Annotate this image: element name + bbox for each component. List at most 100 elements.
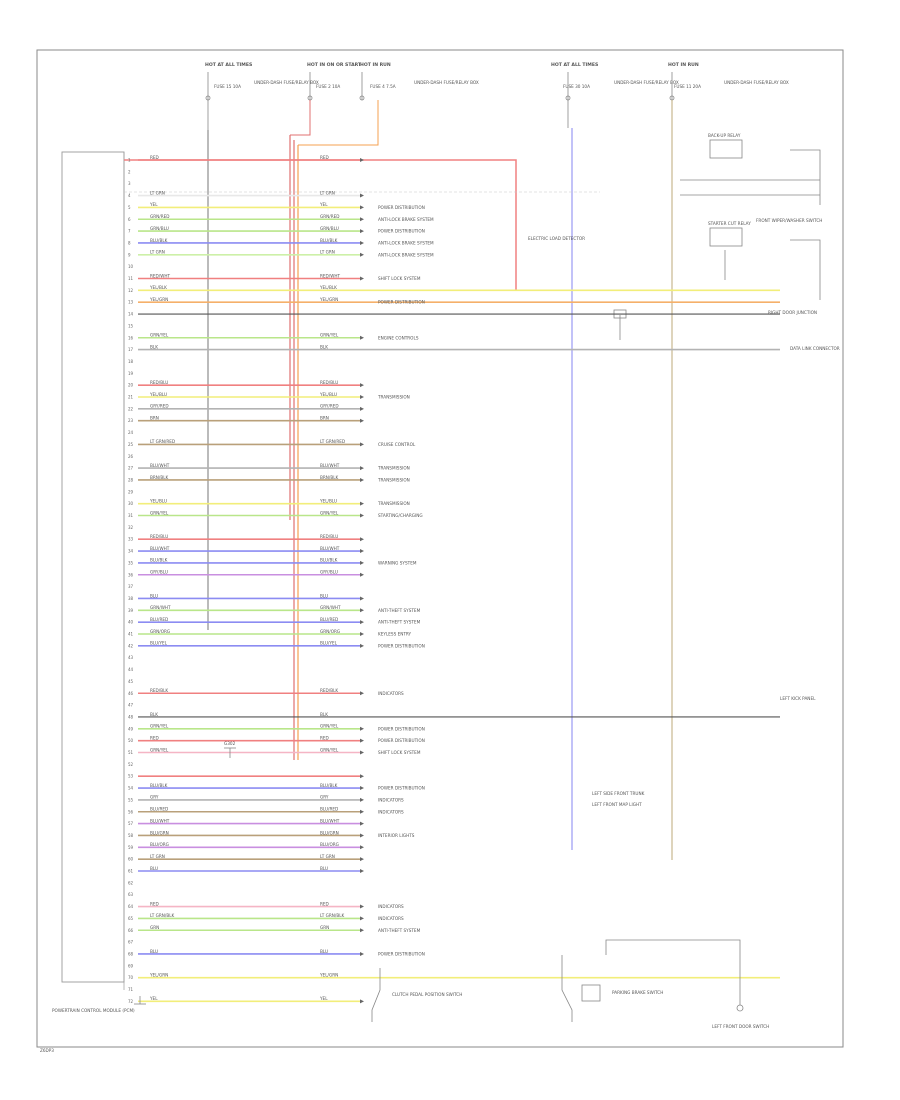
wire-color-label: BLK	[150, 712, 158, 717]
connector-arrow	[360, 620, 364, 625]
wire-color-label-right: LT GRN/BLK	[320, 913, 345, 918]
pin-number: 27	[128, 466, 134, 471]
pin-number: 16	[128, 335, 134, 340]
wire-color-label: BRN/BLK	[150, 475, 169, 480]
pin-number: 39	[128, 608, 134, 613]
pin-number: 47	[128, 703, 134, 708]
system-label: TRANSMISSION	[377, 395, 410, 400]
connector-arrow	[360, 797, 364, 802]
connector-arrow	[360, 821, 364, 826]
pin-number: 69	[128, 963, 134, 968]
pin-number: 35	[128, 560, 134, 565]
wire-color-label-right: GRN/YEL	[320, 724, 339, 729]
pin-number: 41	[128, 632, 134, 637]
wire-color-label: BLU/RED	[150, 617, 168, 622]
connector-arrow	[360, 418, 364, 423]
side-label-backup: BACK-UP RELAY	[708, 133, 741, 138]
wire-color-label: RED	[150, 155, 159, 160]
wire-color-label: BLU/WHT	[150, 818, 170, 823]
pin-number: 22	[128, 406, 134, 411]
wire-color-label: GRN/YEL	[150, 724, 169, 729]
pin-number: 30	[128, 501, 134, 506]
system-label: POWER DISTRIBUTION	[378, 726, 425, 731]
pin-number: 18	[128, 359, 134, 364]
feed-yel	[298, 100, 379, 146]
wire-color-label-right: GRN/ORG	[320, 629, 340, 634]
wire-color-label-right: BLK	[320, 712, 328, 717]
connector-arrow	[360, 383, 364, 388]
wire-color-label-right: GRY/BLU	[320, 570, 338, 575]
wire-color-label: GRN/WHT	[150, 605, 171, 610]
fuse-box-label-3: UNDER-DASH FUSE/RELAY BOX	[614, 80, 679, 85]
ground-symbol	[134, 747, 236, 1005]
pin-number: 12	[128, 288, 134, 293]
wire-color-label-right: GRY	[320, 795, 329, 800]
connector-arrow	[360, 442, 364, 447]
bottom-label-door-switch: LEFT FRONT DOOR SWITCH	[712, 1024, 769, 1029]
pin-number: 50	[128, 738, 134, 743]
backup-relay-box	[709, 139, 743, 159]
wire-color-label-right: BLU/YEL	[320, 641, 338, 646]
pin-number: 55	[128, 797, 134, 802]
pin-number: 40	[128, 620, 134, 625]
wire-color-label: YEL	[149, 202, 158, 207]
pin-number: 72	[128, 999, 134, 1004]
wire-color-label-right: GRN/RED	[320, 214, 339, 219]
wire-color-label-right: RED/BLU	[320, 380, 338, 385]
wire-color-label-right: YEL/GRN	[319, 972, 338, 977]
wire-color-label-right: BLU/BLK	[320, 558, 338, 563]
pin-number: 20	[128, 383, 134, 388]
pin-number: 60	[128, 857, 134, 862]
pin-number: 58	[128, 833, 134, 838]
connector-arrow	[360, 928, 364, 933]
pin-number: 11	[128, 276, 134, 281]
pin-number: 7	[128, 229, 131, 234]
pin-number: 65	[128, 916, 134, 921]
pin-number: 45	[128, 679, 134, 684]
wire-color-label: GRN	[150, 925, 159, 930]
system-label: INDICATORS	[378, 916, 404, 921]
wire-color-label: LT GRN/RED	[150, 439, 175, 444]
wire-color-label: YEL/GRN	[149, 297, 168, 302]
diagram-border	[36, 49, 844, 1048]
system-label: POWER DISTRIBUTION	[378, 643, 425, 648]
fuse-label-f5: FUSE 11 20A	[674, 84, 701, 89]
wire-color-label: LT GRN	[150, 250, 165, 255]
connector-arrow	[360, 786, 364, 791]
connector-arrow	[360, 750, 364, 755]
connector-arrow	[360, 572, 364, 577]
pin-number: 42	[128, 643, 134, 648]
system-label: POWER DISTRIBUTION	[378, 738, 425, 743]
system-label: TRANSMISSION	[377, 501, 410, 506]
pin-number: 63	[128, 892, 134, 897]
wire-color-label-right: BLU	[320, 866, 328, 871]
wire-color-label: RED	[150, 901, 159, 906]
wire-color-label-right: BLU	[320, 949, 328, 954]
wire-color-label: YEL/BLU	[149, 392, 167, 397]
system-label: ENGINE CONTROLS	[378, 335, 419, 340]
wire-color-label-right: YEL	[319, 996, 328, 1001]
wire-color-label-right: GRN	[320, 925, 329, 930]
pin-number: 23	[128, 418, 134, 423]
wire-color-label: LT GRN	[150, 190, 165, 195]
connector-arrow	[360, 596, 364, 601]
wire-color-label-right: BLU/WHT	[320, 818, 340, 823]
pin-number: 10	[128, 264, 134, 269]
pin-number: 36	[128, 572, 134, 577]
wire-color-label-right: BLK	[320, 344, 328, 349]
connector-arrow	[360, 406, 364, 411]
wire-color-label: BLU/BLK	[150, 783, 168, 788]
wire-color-label: GRN/BLU	[150, 226, 169, 231]
top-label-hot3: HOT IN RUN	[360, 62, 391, 68]
system-label: WARNING SYSTEM	[378, 560, 417, 565]
system-label: ANTI-LOCK BRAKE SYSTEM	[378, 240, 434, 245]
wire-color-label: BLU/GRN	[150, 830, 169, 835]
pin-number: 66	[128, 928, 134, 933]
side-label-dlc: DATA LINK CONNECTOR	[790, 346, 840, 351]
connector-arrow	[360, 738, 364, 743]
connector-arrow	[360, 845, 364, 850]
connector-arrow	[360, 691, 364, 696]
wire-color-label-right: RED/BLU	[320, 534, 338, 539]
pin-number: 15	[128, 323, 134, 328]
